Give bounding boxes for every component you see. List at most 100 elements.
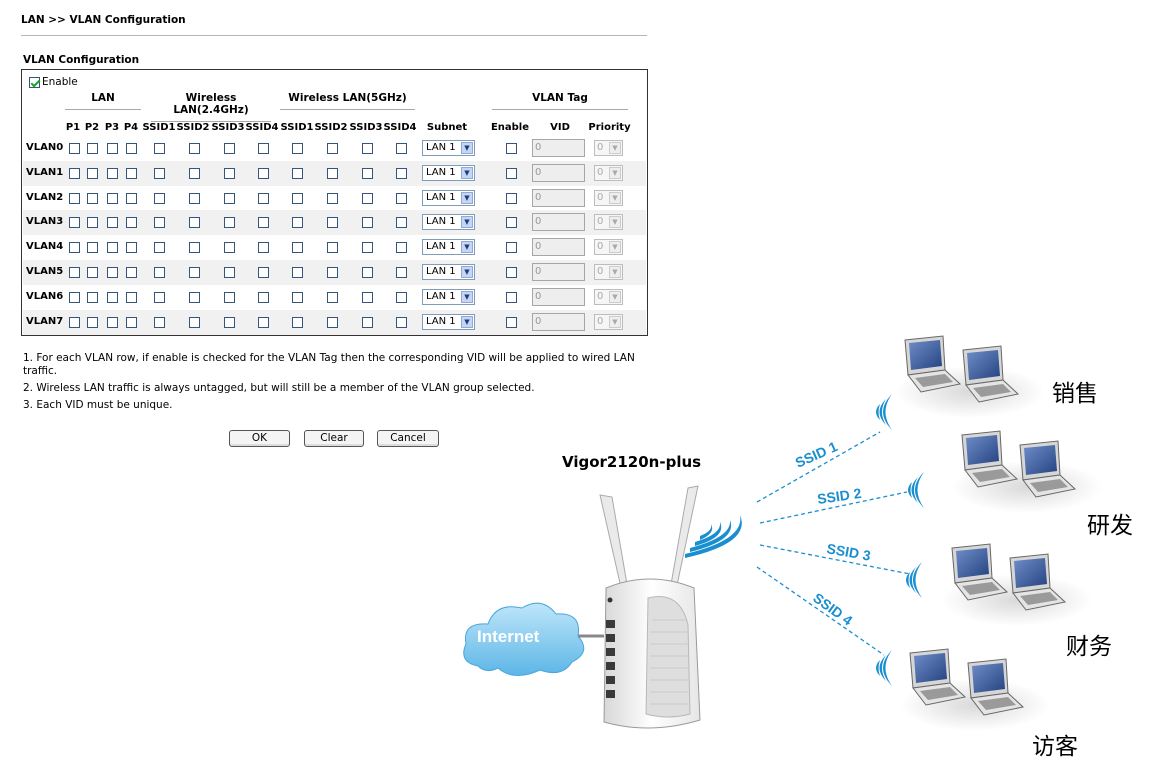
member-checkbox[interactable] <box>189 217 200 229</box>
member-checkbox[interactable] <box>126 316 137 328</box>
member-checkbox[interactable] <box>87 291 98 303</box>
member-checkbox[interactable] <box>189 242 200 254</box>
member-checkbox[interactable] <box>154 291 165 303</box>
priority-select[interactable]: 0▼ <box>594 288 623 305</box>
member-checkbox[interactable] <box>107 217 118 229</box>
subnet-select[interactable]: LAN 1▼ <box>422 288 475 305</box>
member-checkbox[interactable] <box>87 242 98 254</box>
member-checkbox[interactable] <box>107 242 118 254</box>
vid-input[interactable]: 0 <box>532 163 585 182</box>
subnet-select[interactable]: LAN 1▼ <box>422 313 475 330</box>
member-checkbox[interactable] <box>396 167 407 179</box>
subnet-select[interactable]: LAN 1▼ <box>422 140 475 156</box>
member-checkbox[interactable] <box>154 217 165 229</box>
member-checkbox[interactable] <box>189 316 200 328</box>
member-checkbox[interactable] <box>107 192 118 204</box>
priority-select[interactable]: 0▼ <box>594 164 623 181</box>
priority-select[interactable]: 0▼ <box>594 313 623 330</box>
member-checkbox[interactable] <box>224 316 235 328</box>
member-checkbox[interactable] <box>69 143 80 154</box>
member-checkbox[interactable] <box>126 291 137 303</box>
member-checkbox[interactable] <box>258 192 269 204</box>
priority-select[interactable]: 0▼ <box>594 189 623 206</box>
member-checkbox[interactable] <box>107 143 118 154</box>
member-checkbox[interactable] <box>107 316 118 328</box>
member-checkbox[interactable] <box>258 291 269 303</box>
member-checkbox[interactable] <box>224 242 235 254</box>
member-checkbox[interactable] <box>258 316 269 328</box>
priority-select[interactable]: 0▼ <box>594 264 623 280</box>
vlan-tag-enable-checkbox[interactable] <box>506 217 517 229</box>
member-checkbox[interactable] <box>87 217 98 229</box>
member-checkbox[interactable] <box>292 316 303 328</box>
subnet-select[interactable]: LAN 1▼ <box>422 239 475 256</box>
member-checkbox[interactable] <box>327 167 338 179</box>
member-checkbox[interactable] <box>362 143 373 154</box>
priority-select[interactable]: 0▼ <box>594 214 623 231</box>
subnet-select[interactable]: LAN 1▼ <box>422 264 475 280</box>
member-checkbox[interactable] <box>126 217 137 229</box>
priority-select[interactable]: 0▼ <box>594 140 623 156</box>
member-checkbox[interactable] <box>362 242 373 254</box>
member-checkbox[interactable] <box>154 192 165 204</box>
member-checkbox[interactable] <box>362 192 373 204</box>
member-checkbox[interactable] <box>396 291 407 303</box>
member-checkbox[interactable] <box>327 217 338 229</box>
member-checkbox[interactable] <box>362 291 373 303</box>
member-checkbox[interactable] <box>292 217 303 229</box>
member-checkbox[interactable] <box>396 143 407 154</box>
member-checkbox[interactable] <box>396 192 407 204</box>
priority-select[interactable]: 0▼ <box>594 239 623 256</box>
member-checkbox[interactable] <box>258 242 269 254</box>
member-checkbox[interactable] <box>258 267 269 278</box>
member-checkbox[interactable] <box>126 143 137 154</box>
enable-checkbox[interactable] <box>29 76 40 88</box>
member-checkbox[interactable] <box>126 167 137 179</box>
member-checkbox[interactable] <box>362 316 373 328</box>
member-checkbox[interactable] <box>362 167 373 179</box>
member-checkbox[interactable] <box>396 217 407 229</box>
member-checkbox[interactable] <box>189 167 200 179</box>
member-checkbox[interactable] <box>396 242 407 254</box>
member-checkbox[interactable] <box>126 267 137 278</box>
member-checkbox[interactable] <box>327 242 338 254</box>
vid-input[interactable]: 0 <box>532 238 585 257</box>
member-checkbox[interactable] <box>292 267 303 278</box>
member-checkbox[interactable] <box>189 291 200 303</box>
member-checkbox[interactable] <box>87 316 98 328</box>
vid-input[interactable]: 0 <box>532 312 585 331</box>
member-checkbox[interactable] <box>292 167 303 179</box>
member-checkbox[interactable] <box>224 192 235 204</box>
member-checkbox[interactable] <box>69 316 80 328</box>
vlan-tag-enable-checkbox[interactable] <box>506 267 517 278</box>
member-checkbox[interactable] <box>224 217 235 229</box>
member-checkbox[interactable] <box>224 167 235 179</box>
vlan-tag-enable-checkbox[interactable] <box>506 192 517 204</box>
member-checkbox[interactable] <box>396 316 407 328</box>
member-checkbox[interactable] <box>396 267 407 278</box>
member-checkbox[interactable] <box>126 242 137 254</box>
member-checkbox[interactable] <box>189 192 200 204</box>
member-checkbox[interactable] <box>87 192 98 204</box>
member-checkbox[interactable] <box>189 143 200 154</box>
member-checkbox[interactable] <box>327 192 338 204</box>
member-checkbox[interactable] <box>189 267 200 278</box>
member-checkbox[interactable] <box>327 143 338 154</box>
member-checkbox[interactable] <box>154 316 165 328</box>
member-checkbox[interactable] <box>154 267 165 278</box>
subnet-select[interactable]: LAN 1▼ <box>422 214 475 231</box>
member-checkbox[interactable] <box>154 143 165 154</box>
member-checkbox[interactable] <box>154 167 165 179</box>
member-checkbox[interactable] <box>292 242 303 254</box>
vid-input[interactable]: 0 <box>532 139 585 157</box>
member-checkbox[interactable] <box>327 316 338 328</box>
member-checkbox[interactable] <box>107 291 118 303</box>
member-checkbox[interactable] <box>258 167 269 179</box>
member-checkbox[interactable] <box>224 291 235 303</box>
vlan-tag-enable-checkbox[interactable] <box>506 143 517 154</box>
member-checkbox[interactable] <box>362 267 373 278</box>
member-checkbox[interactable] <box>107 167 118 179</box>
member-checkbox[interactable] <box>292 143 303 154</box>
vlan-tag-enable-checkbox[interactable] <box>506 167 517 179</box>
member-checkbox[interactable] <box>87 167 98 179</box>
